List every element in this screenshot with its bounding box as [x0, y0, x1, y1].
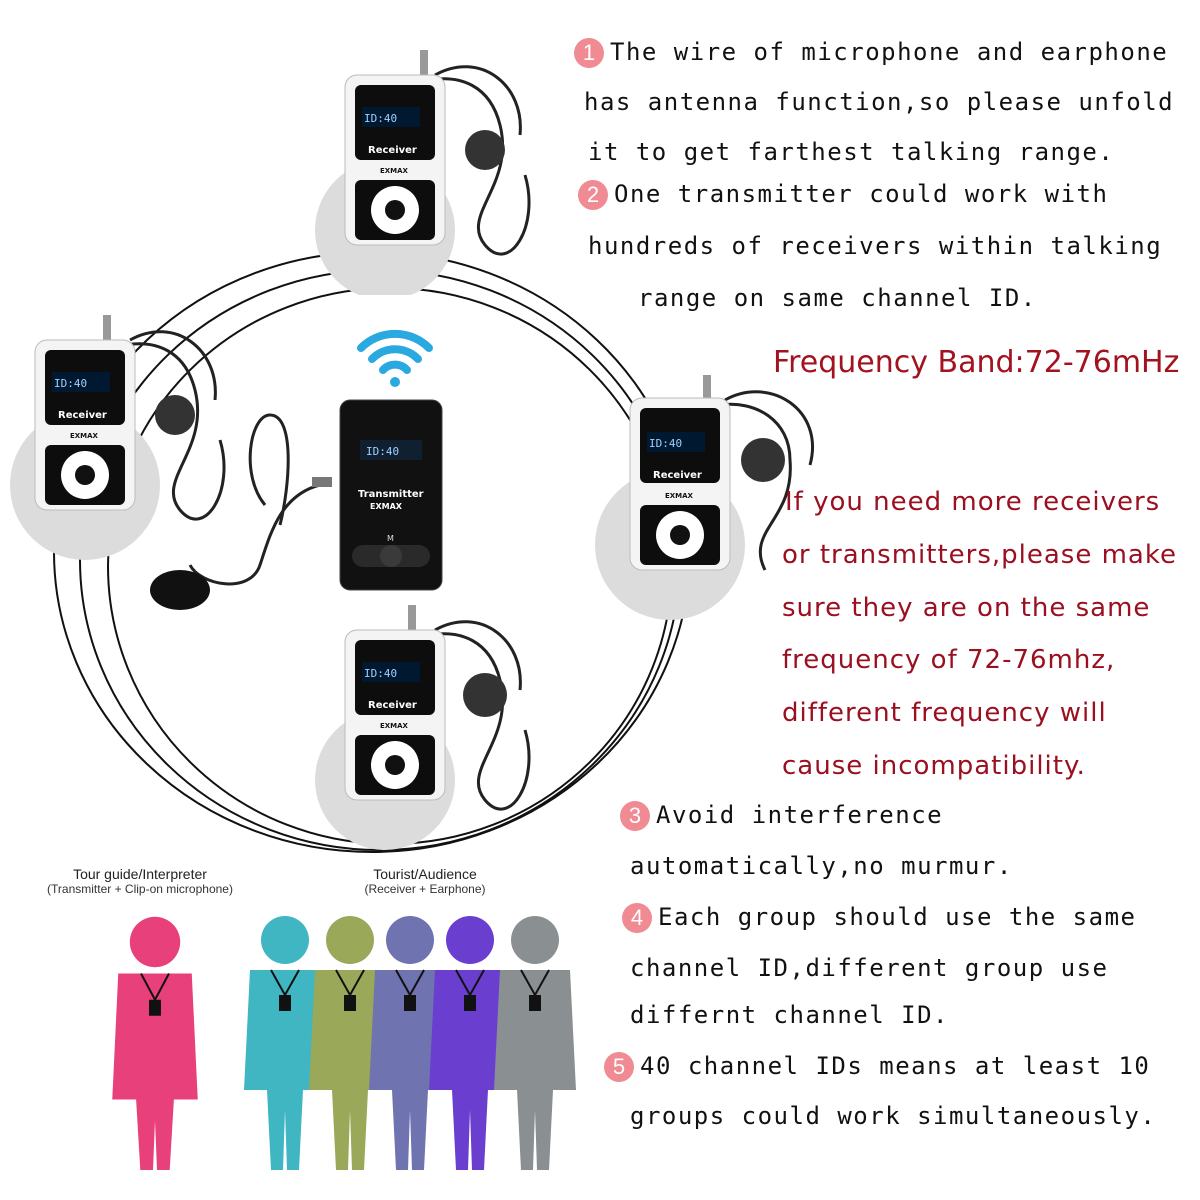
note-4-line-3: differnt channel ID.: [630, 1001, 949, 1029]
receiver-screen-text: ID:40: [364, 112, 397, 125]
wifi-signal-icon: [357, 329, 433, 387]
receiver-screen-text: ID:40: [364, 667, 397, 680]
tourist-figure: [244, 916, 326, 1170]
receiver-label: Receiver: [58, 410, 107, 421]
receiver-bottom: ID:40 Receiver EXMAX: [310, 600, 560, 854]
guide-figure: [112, 916, 198, 1170]
note-3-line-2: automatically,no murmur.: [630, 852, 1013, 880]
frequency-band: Frequency Band:72-76mHz: [773, 345, 1180, 380]
receiver-label: Receiver: [368, 700, 417, 711]
svg-text:EXMAX: EXMAX: [70, 432, 99, 440]
transmitter: ID:40 Transmitter EXMAX M: [120, 395, 460, 629]
receiver-label: Receiver: [653, 470, 702, 481]
receiver-screen-text: ID:40: [54, 377, 87, 390]
note-badge: 2: [578, 180, 608, 210]
warning-line-6: cause incompatibility.: [782, 751, 1086, 781]
tourist-figure: [494, 916, 576, 1170]
warning-line-2: or transmitters,please make: [782, 540, 1177, 570]
tourist-caption-title: Tourist/Audience: [373, 866, 477, 882]
svg-text:EXMAX: EXMAX: [380, 722, 409, 730]
svg-text:M: M: [387, 534, 394, 543]
transmitter-label: Transmitter: [358, 489, 424, 500]
note-5-line-2: groups could work simultaneously.: [630, 1102, 1157, 1130]
tourist-caption: Tourist/Audience (Receiver + Earphone): [330, 866, 520, 896]
receiver-top: ID:40 Receiver EXMAX: [310, 45, 560, 300]
note-1-line-3: it to get farthest talking range.: [588, 138, 1115, 166]
note-badge: 5: [604, 1052, 634, 1082]
receiver-label: Receiver: [368, 145, 417, 156]
note-2-line-2: hundreds of receivers within talking: [588, 232, 1163, 260]
warning-line-3: sure they are on the same: [782, 593, 1151, 623]
transmitter-screen-text: ID:40: [366, 445, 399, 458]
tourist-caption-sub: (Receiver + Earphone): [364, 882, 486, 896]
note-badge: 1: [574, 38, 604, 68]
receiver-left: ID:40 Receiver EXMAX: [5, 310, 255, 564]
receiver-screen-text: ID:40: [649, 437, 682, 450]
guide-caption: Tour guide/Interpreter (Transmitter + Cl…: [30, 866, 250, 896]
svg-text:EXMAX: EXMAX: [665, 492, 694, 500]
tourist-figure: [429, 916, 511, 1170]
note-badge: 3: [620, 801, 650, 831]
note-badge: 4: [622, 903, 652, 933]
tourist-figure: [309, 916, 391, 1170]
note-1-line-2: has antenna function,so please unfold: [584, 88, 1175, 116]
svg-text:EXMAX: EXMAX: [370, 502, 403, 511]
warning-line-5: different frequency will: [782, 698, 1107, 728]
guide-caption-title: Tour guide/Interpreter: [73, 866, 207, 882]
tourist-figure: [369, 916, 451, 1170]
receiver-right: ID:40 Receiver EXMAX: [595, 370, 845, 624]
warning-line-1: If you need more receivers: [785, 487, 1161, 517]
people-illustration: [112, 916, 576, 1170]
guide-caption-sub: (Transmitter + Clip-on microphone): [47, 882, 233, 896]
note-4-line-2: channel ID,different group use: [630, 954, 1109, 982]
svg-text:EXMAX: EXMAX: [380, 167, 409, 175]
note-2-line-3: range on same channel ID.: [638, 284, 1037, 312]
warning-line-4: frequency of 72-76mhz,: [782, 645, 1116, 675]
